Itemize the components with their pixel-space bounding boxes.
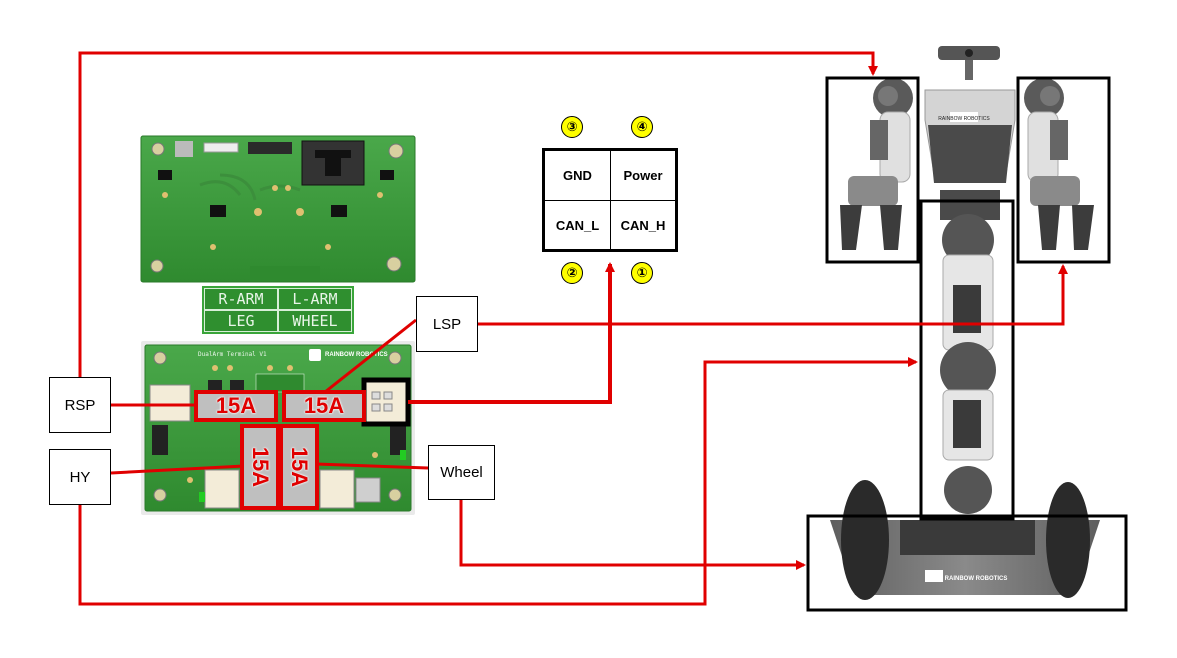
pcb-silkscreen-label: R-ARM L-ARM LEG WHEEL [202, 286, 354, 334]
pin-number-1: ① [631, 262, 653, 284]
lsp-wire [478, 264, 1068, 326]
wheel-wire [459, 500, 806, 570]
fuse-hy-label: 15A [248, 446, 274, 488]
fuse-rsp: 15A [194, 390, 278, 422]
left-arm-box [1016, 76, 1111, 264]
pin-power: Power [610, 151, 675, 200]
right-arm-box [825, 76, 920, 264]
base-badge: RAINBOW ROBOTICS [945, 576, 1008, 582]
torso-badge: RAINBOW ROBOTICS [938, 116, 990, 122]
hy-label: HY [49, 449, 111, 505]
lsp-label: LSP [416, 296, 478, 352]
pin-gnd: GND [563, 168, 592, 183]
pcb-title: DualArm Terminal V1 [198, 351, 267, 358]
pin-can-l: CAN_L [545, 200, 610, 249]
label-l-arm: L-ARM [278, 288, 352, 310]
can-connector-highlight [361, 377, 411, 427]
pin-number-4: ④ [631, 116, 653, 138]
connector-pinout: GND Power CAN_L CAN_H [542, 148, 678, 252]
fuse-wheel: 15A [279, 424, 319, 510]
wheel-box [806, 514, 1128, 612]
hy-wire [78, 357, 918, 606]
robot: RAINBOW ROBOTICS [830, 46, 1100, 600]
wires [78, 51, 1068, 606]
pcb-brand: RAINBOW ROBOTICS [325, 352, 388, 358]
fuse-hy: 15A [240, 424, 280, 510]
rsp-wire [78, 51, 878, 378]
pin-number-3: ③ [561, 116, 583, 138]
label-leg: LEG [204, 310, 278, 332]
fuse-wheel-label: 15A [287, 446, 313, 488]
pin-number-2: ② [561, 262, 583, 284]
label-r-arm: R-ARM [204, 288, 278, 310]
wheel-label: Wheel [428, 445, 495, 500]
label-wheel: WHEEL [278, 310, 352, 332]
top-pcb [140, 135, 416, 283]
leg-box [919, 199, 1015, 521]
fuse-lsp: 15A [282, 390, 366, 422]
pin-can-h: CAN_H [610, 200, 675, 249]
can-wire [408, 262, 615, 404]
rsp-label: RSP [49, 377, 111, 433]
